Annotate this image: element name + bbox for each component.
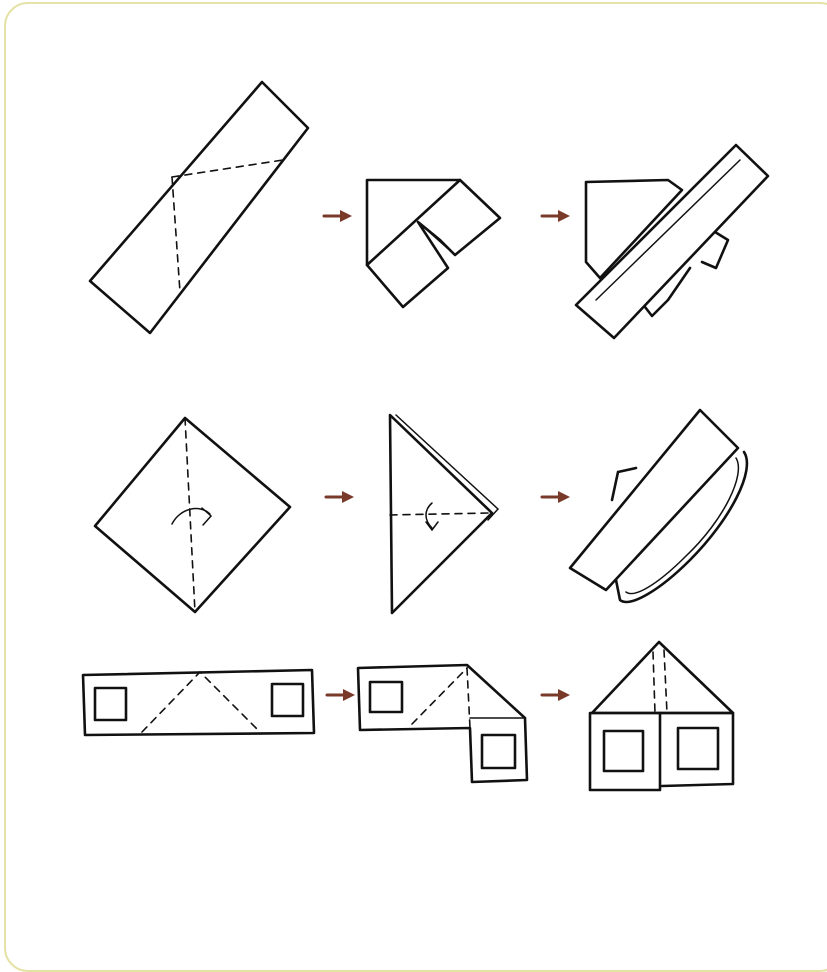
arrow-row3-b <box>542 689 570 701</box>
step-3-1-strip-two-windows <box>83 670 314 735</box>
step-3-2-strip-folded <box>358 665 527 782</box>
step-2-3-wrapped-triangle <box>570 410 747 602</box>
arrow-row2-a <box>326 491 354 503</box>
arrow-row1-b <box>542 210 570 222</box>
arrow-row2-b <box>542 491 570 503</box>
step-1-1-strip <box>90 82 308 333</box>
arrow-row3-a <box>327 689 355 701</box>
step-1-3-wrapped-strip <box>576 145 768 338</box>
step-2-2-triangle <box>390 415 498 613</box>
arrow-row1-a <box>324 210 352 222</box>
step-2-1-square <box>95 418 290 612</box>
step-3-3-house-shape <box>590 642 733 790</box>
step-1-2-folded-corner <box>367 180 500 307</box>
